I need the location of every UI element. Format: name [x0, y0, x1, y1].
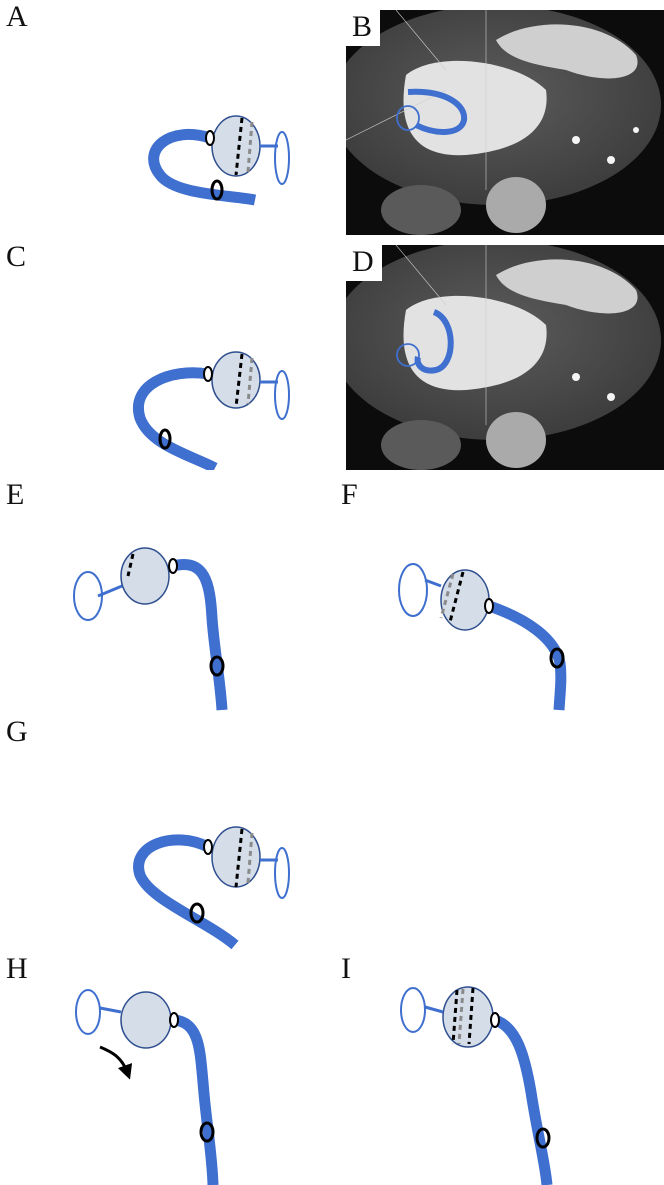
panel-label: F [339, 480, 362, 512]
panel-f-illustration [335, 478, 664, 713]
mapping-catheter [260, 132, 289, 184]
sheath [485, 599, 563, 710]
mapping-catheter [260, 848, 289, 898]
panel-f: F [335, 478, 664, 713]
sheath [169, 559, 223, 710]
panel-g: G [0, 715, 335, 950]
mapping-catheter [401, 988, 443, 1032]
panel-e: E [0, 478, 335, 713]
panel-c: C [0, 240, 335, 470]
rotation-arrow [100, 1047, 128, 1074]
panel-label: C [4, 242, 30, 274]
panel-label: G [4, 717, 32, 749]
cryoballoon [121, 992, 171, 1048]
panel-i: I [335, 952, 664, 1185]
cryoballoon [212, 352, 260, 408]
panel-a-illustration [0, 0, 335, 230]
panel-label: H [4, 954, 32, 986]
mapping-catheter [74, 572, 122, 620]
panel-label: D [346, 245, 382, 281]
cryoballoon [212, 827, 260, 887]
panel-b-ct-image [346, 10, 664, 235]
mapping-catheter [260, 371, 289, 419]
panel-label: E [4, 480, 28, 512]
panel-label: B [346, 10, 380, 46]
panel-g-illustration [0, 715, 335, 950]
sheath [138, 367, 215, 468]
sheath [491, 1013, 549, 1185]
cryoballoon [121, 548, 169, 604]
mapping-catheter [399, 564, 441, 616]
mapping-catheter [76, 990, 121, 1034]
panel-d-ct-image [346, 245, 664, 470]
panel-label: A [4, 2, 32, 34]
cryoballoon [441, 570, 489, 630]
panel-e-illustration [0, 478, 335, 713]
panel-label: I [339, 954, 355, 986]
cryoballoon [212, 116, 260, 176]
panel-h: H [0, 952, 335, 1185]
sheath [170, 1013, 213, 1185]
panel-c-illustration [0, 240, 335, 470]
panel-b: B [346, 10, 664, 235]
panel-h-illustration [0, 952, 335, 1185]
panel-d: D [346, 245, 664, 470]
panel-i-illustration [335, 952, 664, 1185]
cryoballoon [443, 987, 493, 1047]
panel-a: A [0, 0, 335, 230]
